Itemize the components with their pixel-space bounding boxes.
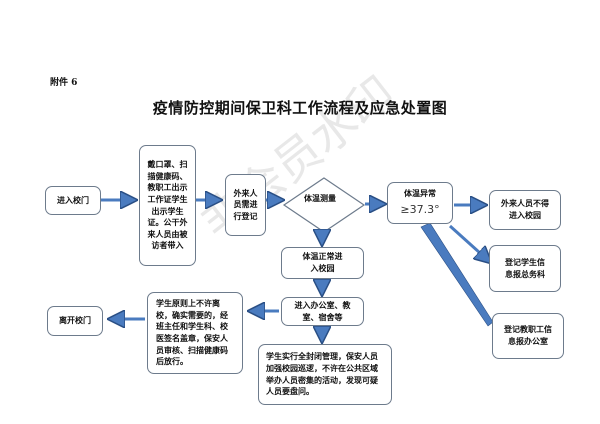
staff-report-box: 登记教职工信息报办公室 [492,313,564,359]
temp-measure-label: 体温测量 [304,193,336,203]
page-title: 疫情防控期间保卫科工作流程及应急处置图 [152,99,448,117]
arrow-abnormal-to-staff [420,222,494,327]
student-report-box: 登记学生信息报总务科 [489,245,561,292]
temp-normal-box: 体温正常进入校园 [281,247,364,279]
enter-gate-box: 进入校门 [45,186,101,215]
diamond-shape [282,177,366,233]
leave-gate-box: 离开校门 [47,306,103,336]
temp-threshold: ≥37.3° [400,203,440,217]
attachment-label: 附件 6 [50,78,78,88]
enter-office-box: 进入办公室、教室、宿舍等 [281,297,364,326]
visitor-denied-box: 外来人员不得进入校园 [489,190,561,230]
arrow-abnormal-to-student [448,224,490,262]
temp-abnormal-label: 体温异常 [404,187,436,198]
student-leave-box: 学生原则上不许离校，确实需要的，经班主任和学生科、校医签名盖章，保安人员审核、扫… [147,292,243,374]
visitor-register-box: 外来人员需进行登记 [225,174,266,236]
closed-management-box: 学生实行全封闭管理，保安人员加强校园巡逻，不许在公共区域举办人员密集的活动，发现… [258,344,392,405]
temp-abnormal-box: 体温异常 ≥37.3° [387,182,453,224]
mask-scan-box: 戴口罩、扫描健康码、教职工出示工作证学生出示学生证。公干外来人员由被访者带入 [139,145,196,266]
